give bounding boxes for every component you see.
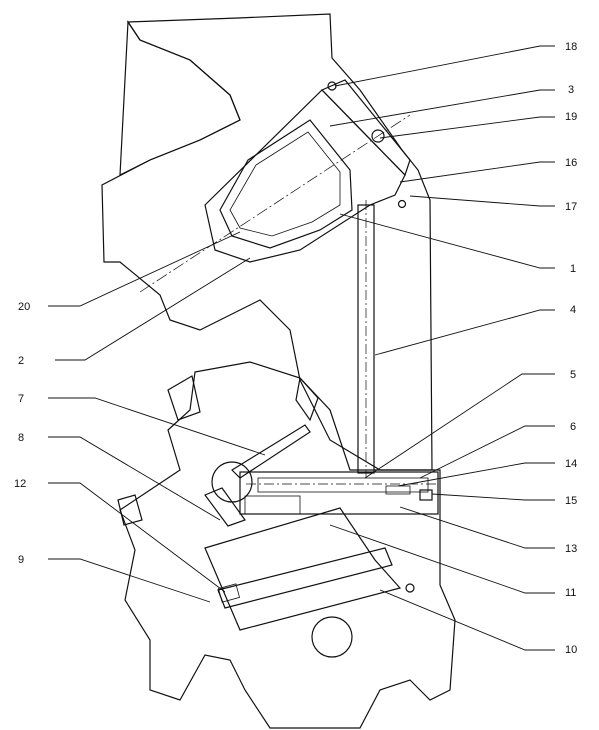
callout-3: 3 xyxy=(568,84,574,96)
callout-20: 20 xyxy=(18,301,30,313)
callout-11: 11 xyxy=(565,587,576,599)
callout-5: 5 xyxy=(570,369,576,381)
axis-line xyxy=(139,114,411,293)
callout-10: 10 xyxy=(565,644,577,656)
callout-9: 9 xyxy=(18,554,24,566)
leader-lines xyxy=(48,45,555,651)
callout-19: 19 xyxy=(565,111,577,123)
callout-4: 4 xyxy=(570,304,576,316)
stem-channel xyxy=(204,487,246,527)
callout-14: 14 xyxy=(565,458,577,470)
callout-15: 15 xyxy=(565,495,577,507)
callout-2: 2 xyxy=(18,355,24,367)
vertical-bore xyxy=(357,200,375,478)
ball-upper xyxy=(211,461,253,503)
callout-6: 6 xyxy=(570,421,576,433)
callout-1: 1 xyxy=(570,263,576,275)
callout-17: 17 xyxy=(565,201,577,213)
callout-16: 16 xyxy=(565,157,577,169)
ball-lower xyxy=(311,616,353,658)
horizontal-bore xyxy=(239,471,439,515)
small-tube xyxy=(231,424,311,479)
diagonal-cylinder xyxy=(204,507,415,631)
callout-12: 12 xyxy=(14,478,26,490)
callout-7: 7 xyxy=(18,393,24,405)
callout-18: 18 xyxy=(565,41,577,53)
upper-housing xyxy=(101,13,433,471)
callout-labels: 18 3 19 16 17 1 4 5 6 14 15 13 11 10 20 … xyxy=(14,41,577,656)
callout-8: 8 xyxy=(18,432,24,444)
sprocket-wheel xyxy=(117,361,456,729)
callout-13: 13 xyxy=(565,543,577,555)
piston-pocket xyxy=(204,79,411,263)
